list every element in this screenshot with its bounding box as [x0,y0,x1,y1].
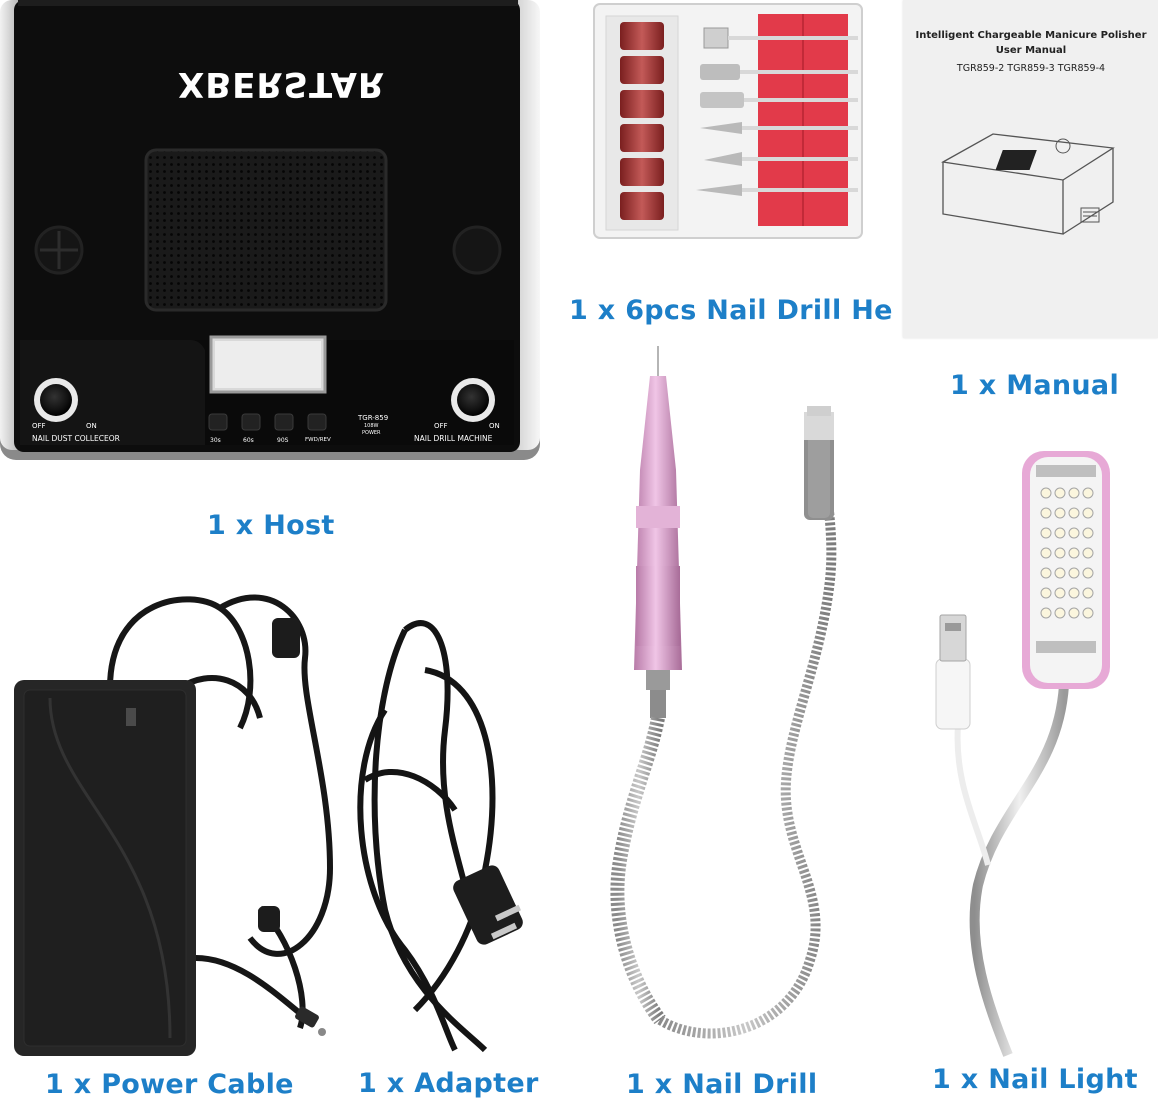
left-switch-off-label: OFF [32,422,46,430]
right-switch-name-label: NAIL DRILL MACHINE [414,434,493,443]
wattage-label: 108W [364,423,379,429]
button-label-30s: 30s [210,437,221,444]
caption-nail-light: 1 x Nail Light [932,1064,1138,1095]
manual-title-line1: Intelligent Chargeable Manicure Polisher [915,30,1147,41]
manual-models: TGR859-2 TGR859-3 TGR859-4 [956,63,1106,74]
manual-title-line2: User Manual [995,45,1067,56]
caption-adapter: 1 x Adapter [358,1068,539,1099]
adapter-cord [357,620,523,1053]
caption-nail-drill: 1 x Nail Drill [626,1069,818,1100]
left-switch-name-label: NAIL DUST COLLECEOR [32,434,120,443]
power-label: POWER [362,430,381,436]
caption-host: 1 x Host [207,510,335,541]
user-manual: Intelligent Chargeable Manicure Polisher… [903,0,1158,338]
right-switch-off-label: OFF [434,422,448,430]
button-label-60s: 60s [243,437,254,444]
nail-drill-handpiece [610,346,837,1039]
left-switch-on-label: ON [86,422,97,430]
drill-heads-tray [593,3,863,239]
right-switch-on-label: ON [489,422,500,430]
model-label: TGR-859 [358,414,389,422]
caption-drill-heads: 1 x 6pcs Nail Drill He [569,295,893,326]
caption-power-cable: 1 x Power Cable [45,1069,294,1100]
host-brand-logo: XBERSTAR [178,64,386,104]
nail-light [935,451,1110,1057]
host-machine [0,0,540,460]
power-cable-adapter [14,594,334,1056]
caption-manual: 1 x Manual [950,370,1120,401]
button-label-90s: 90S [277,437,289,444]
manual-device-illustration [941,133,1115,235]
button-label-fwd-rev: FWD/REV [305,437,331,443]
